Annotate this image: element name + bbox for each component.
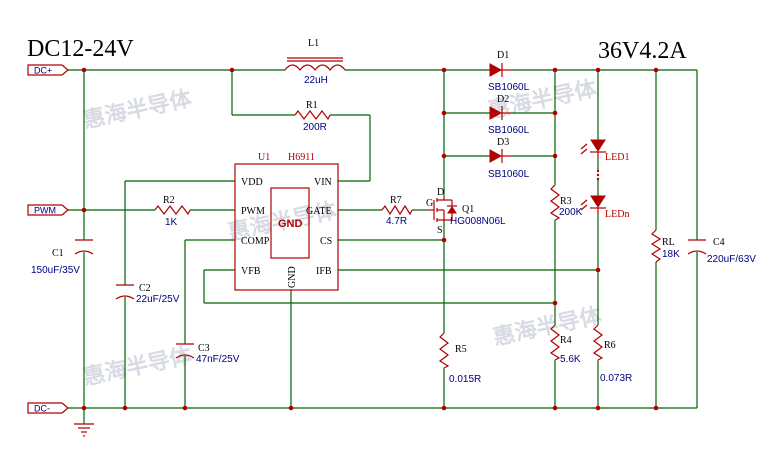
- inductor-l1: L1 22uH: [284, 38, 346, 86]
- r2-ref: R2: [163, 195, 175, 206]
- r3-value: 200K: [559, 207, 583, 218]
- d2-value: SB1060L: [488, 125, 530, 136]
- q1-ref: Q1: [462, 204, 474, 215]
- r6-ref: R6: [604, 340, 616, 351]
- q1-drain-label: D: [437, 187, 444, 198]
- r4-ref: R4: [560, 335, 572, 346]
- pin-ifb: IFB: [316, 266, 332, 277]
- output-title: 36V4.2A: [598, 38, 687, 64]
- watermark: 惠海半导体: [81, 342, 195, 391]
- resistor-r7: R7 4.7R: [381, 195, 413, 227]
- d3-ref: D3: [497, 137, 509, 148]
- pin-comp: COMP: [241, 236, 270, 247]
- junctions: [81, 67, 659, 411]
- r1-value: 200R: [303, 122, 327, 133]
- wires: [68, 69, 698, 424]
- ic-part: H6911: [288, 152, 315, 163]
- led-1: LED1: [580, 139, 629, 163]
- resistor-r1: R1 200R: [294, 100, 331, 133]
- r5-value: 0.015R: [449, 374, 481, 385]
- watermark: 惠海半导体: [491, 302, 605, 351]
- port-dc-plus: DC+: [27, 64, 69, 76]
- led-n: LEDn: [580, 195, 629, 220]
- watermark: 惠海半导体: [81, 85, 195, 134]
- ic-gnd-box-label: GND: [278, 218, 303, 230]
- c1-ref: C1: [52, 248, 64, 259]
- c1-value: 150uF/35V: [31, 265, 80, 276]
- resistor-r5: R5 0.015R: [438, 332, 481, 385]
- pin-vfb: VFB: [241, 266, 261, 277]
- q1-source-label: S: [437, 225, 443, 236]
- q1-gate-label: G: [426, 198, 433, 209]
- pin-vdd: VDD: [241, 177, 263, 188]
- c3-value: 47nF/25V: [196, 354, 240, 365]
- mosfet-q1: D G S Q1 HG008N06L: [426, 187, 506, 236]
- diode-d1: D1 SB1060L: [488, 50, 530, 93]
- pin-gate: GATE: [306, 206, 332, 217]
- d3-value: SB1060L: [488, 169, 530, 180]
- led1-label: LED1: [605, 152, 629, 163]
- ic-u1: U1 H6911 GND VDD PWM COMP VFB VIN GATE C…: [234, 152, 339, 291]
- diode-d3: D3 SB1060L: [488, 137, 530, 180]
- resistor-r4: R4 5.6K: [549, 324, 581, 365]
- port-label: PWM: [34, 206, 56, 216]
- input-voltage-title: DC12-24V: [27, 36, 134, 62]
- c2-ref: C2: [139, 283, 151, 294]
- ground-symbol: [74, 423, 94, 437]
- capacitor-c3: C3 47nF/25V: [175, 343, 240, 365]
- r6-value: 0.073R: [600, 373, 632, 384]
- pin-pwm: PWM: [241, 206, 265, 217]
- l1-ref: L1: [308, 38, 319, 49]
- pin-gnd: GND: [287, 266, 298, 288]
- resistor-r3: R3 200K: [549, 184, 583, 221]
- rl-ref: RL: [662, 237, 675, 248]
- pin-cs: CS: [320, 236, 332, 247]
- r7-value: 4.7R: [386, 216, 407, 227]
- rl-value: 18K: [662, 249, 680, 260]
- port-dc-minus: DC-: [27, 402, 69, 414]
- led-ellipsis: [596, 169, 600, 181]
- r7-ref: R7: [390, 195, 402, 206]
- port-label: DC+: [34, 66, 52, 76]
- capacitor-c4: C4 220uF/63V: [687, 237, 756, 265]
- capacitor-c1: C1 150uF/35V: [31, 239, 94, 276]
- port-label: DC-: [34, 404, 50, 414]
- r5-ref: R5: [455, 344, 467, 355]
- r1-ref: R1: [306, 100, 318, 111]
- q1-value: HG008N06L: [450, 216, 506, 227]
- resistor-r6: R6 0.073R: [592, 324, 632, 384]
- capacitor-c2: C2 22uF/25V: [115, 283, 180, 305]
- d1-value: SB1060L: [488, 82, 530, 93]
- pin-vin: VIN: [314, 177, 332, 188]
- ic-ref: U1: [258, 152, 270, 163]
- r2-value: 1K: [165, 217, 178, 228]
- c4-ref: C4: [713, 237, 725, 248]
- l1-value: 22uH: [304, 75, 328, 86]
- d2-ref: D2: [497, 94, 509, 105]
- ledn-label: LEDn: [605, 209, 629, 220]
- c4-value: 220uF/63V: [707, 254, 756, 265]
- resistor-r2: R2 1K: [154, 195, 191, 228]
- c2-value: 22uF/25V: [136, 294, 180, 305]
- port-pwm: PWM: [27, 204, 69, 216]
- resistor-rl: RL 18K: [650, 229, 680, 263]
- diode-d2: D2 SB1060L: [488, 94, 530, 136]
- c3-ref: C3: [198, 343, 210, 354]
- r3-ref: R3: [560, 196, 572, 207]
- r4-value: 5.6K: [560, 354, 581, 365]
- d1-ref: D1: [497, 50, 509, 61]
